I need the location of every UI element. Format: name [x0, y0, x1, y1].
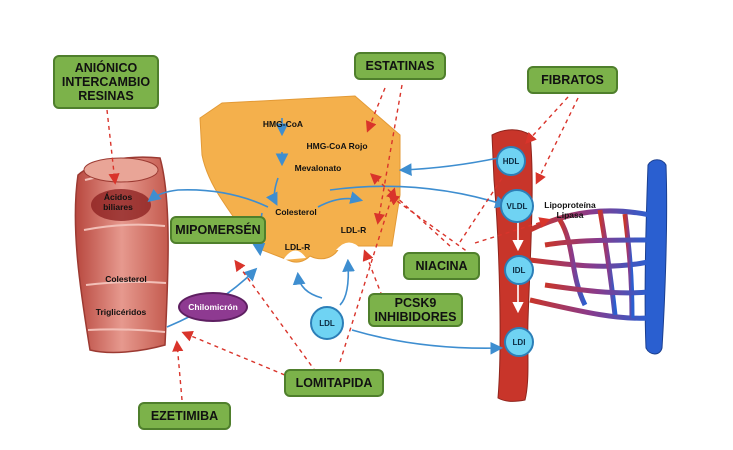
lipoprotein-lipase-label: Lipoproteína Lipasa — [544, 200, 596, 220]
bile-acids-label: Ácidos biliares — [103, 192, 133, 212]
vein-shape — [644, 159, 668, 355]
mevalonate-label: Mevalonato — [294, 163, 342, 173]
vldl-particle: VLDL — [500, 189, 534, 223]
ldi-particle: LDI — [504, 327, 534, 357]
liver-cholesterol-label: Colesterol — [275, 207, 317, 217]
chylomicron-particle: Chilomicrón — [178, 292, 248, 322]
ldlr-notch-right — [336, 242, 362, 250]
hdl-particle: HDL — [496, 146, 526, 176]
triglycerides-label: Triglicéridos — [95, 307, 147, 317]
capillary-network — [528, 208, 651, 321]
hmgcoa-label: HMG-CoA — [262, 119, 304, 129]
lomitapide-box: LOMITAPIDA — [284, 369, 384, 397]
hmgcoa-reductase-label: HMG-CoA Rojo — [306, 141, 368, 151]
fibrates-box: FIBRATOS — [527, 66, 618, 94]
ldlr-left-label: LDL-R — [284, 242, 311, 252]
idl-particle: IDL — [504, 255, 534, 285]
niacin-box: NIACINA — [403, 252, 480, 280]
pcsk9-inhibitors-box: PCSK9 INHIBIDORES — [368, 293, 463, 327]
ldlr-notch-left — [283, 250, 306, 260]
ldlr-right-label: LDL-R — [340, 225, 367, 235]
inhibition-arrows — [106, 84, 579, 401]
anionic-exchange-resins-box: ANIÓNICO INTERCAMBIO RESINAS — [53, 55, 159, 109]
statins-box: ESTATINAS — [354, 52, 446, 80]
ezetimibe-box: EZETIMIBA — [138, 402, 231, 430]
intestine-shape — [74, 156, 169, 354]
ldl-particle: LDL — [310, 306, 344, 340]
intestine-cholesterol-label: Colesterol — [105, 274, 147, 284]
mipomersen-box: MIPOMERSÉN — [170, 216, 266, 244]
